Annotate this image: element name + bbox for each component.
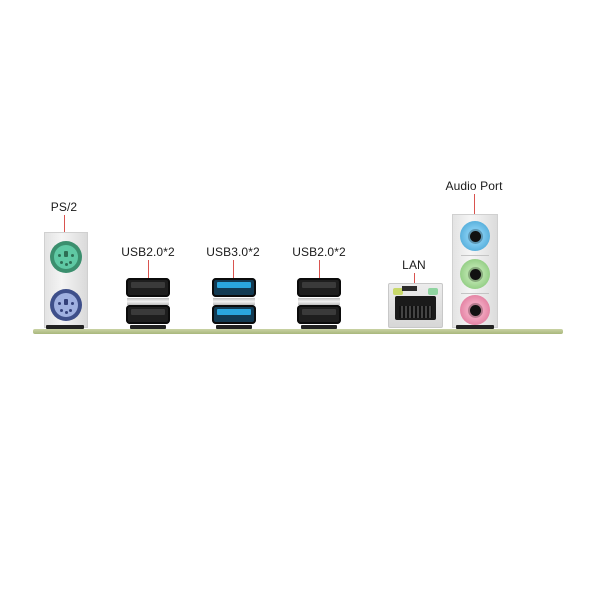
usb3-port-top	[212, 278, 256, 297]
usb2-left-stack	[126, 278, 170, 326]
ps2-base	[46, 325, 84, 329]
audio-line-in-jack	[460, 221, 490, 251]
audio-leader-line	[474, 194, 475, 226]
audio-mic-jack	[460, 295, 490, 325]
ps2-port-block	[44, 232, 88, 328]
usb3-label: USB3.0*2	[206, 245, 260, 259]
usb2-right-port-bottom	[297, 305, 341, 324]
ps2-leader-line	[64, 215, 65, 245]
lan-rj45-port	[388, 283, 443, 328]
usb2-right-leader-line	[319, 260, 320, 286]
usb2-left-label: USB2.0*2	[121, 245, 175, 259]
usb2-right-base	[301, 325, 337, 329]
ps2-label: PS/2	[50, 200, 78, 214]
audio-line-out-jack	[460, 259, 490, 289]
lan-label: LAN	[402, 258, 426, 272]
lan-led-right	[428, 288, 438, 295]
usb2-left-leader-line	[148, 260, 149, 286]
audio-label: Audio Port	[445, 179, 503, 193]
usb2-right-port-top	[297, 278, 341, 297]
usb3-stack	[212, 278, 256, 326]
audio-base	[456, 325, 494, 329]
audio-port-block	[452, 214, 498, 328]
usb3-base	[216, 325, 252, 329]
usb2-left-port-bottom	[126, 305, 170, 324]
usb2-left-port-top	[126, 278, 170, 297]
pcb-board-edge	[33, 329, 563, 334]
lan-led-left	[393, 288, 403, 295]
usb2-right-stack	[297, 278, 341, 326]
usb2-right-label: USB2.0*2	[292, 245, 346, 259]
usb3-leader-line	[233, 260, 234, 286]
ps2-mouse-port	[50, 289, 82, 321]
usb2-left-base	[130, 325, 166, 329]
usb3-port-bottom	[212, 305, 256, 324]
ps2-keyboard-port	[50, 241, 82, 273]
